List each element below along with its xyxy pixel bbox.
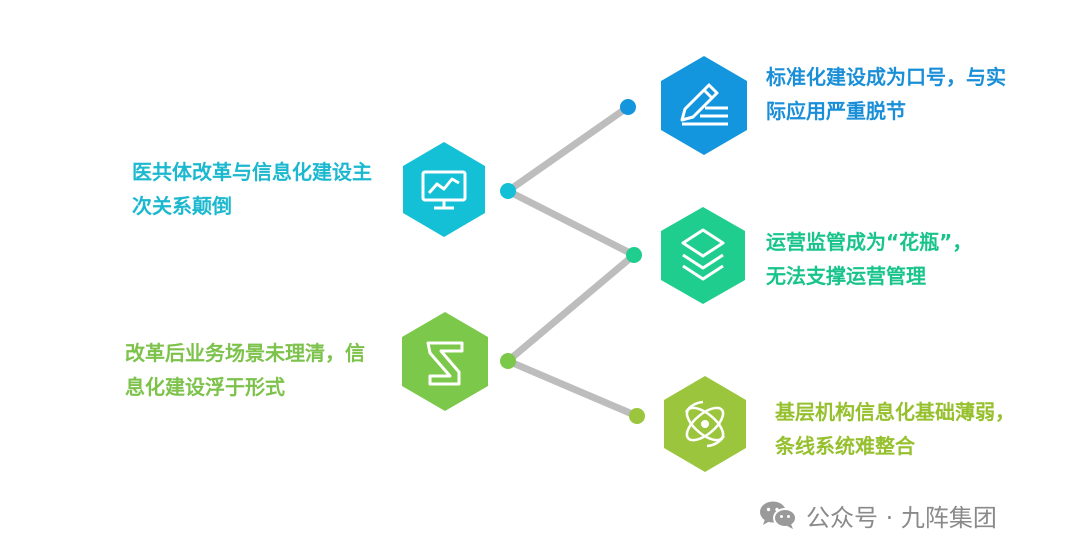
connector-line <box>504 187 638 259</box>
connector-node <box>629 408 645 424</box>
connector-line <box>504 251 638 365</box>
connector-node <box>626 247 642 263</box>
connector-node <box>500 183 516 199</box>
label-line: 基层机构信息化基础薄弱， <box>775 400 1015 424</box>
watermark-text: 公众号 · 九阵集团 <box>806 503 997 532</box>
label-line: 际应用严重脱节 <box>766 99 906 123</box>
label-line: 条线系统难整合 <box>775 434 915 458</box>
watermark: 公众号 · 九阵集团 <box>758 498 997 532</box>
label-line: 次关系颠倒 <box>132 194 232 218</box>
connector-lines <box>504 103 641 420</box>
label-right-2: 运营监管成为“花瓶”， 无法支撑运营管理 <box>766 225 972 293</box>
layers-icon <box>661 207 745 304</box>
label-right-1: 标准化建设成为口号，与实 际应用严重脱节 <box>766 60 1006 128</box>
connector-node <box>620 99 636 115</box>
connector-line <box>504 357 641 420</box>
label-line: 标准化建设成为口号，与实 <box>766 65 1006 89</box>
label-left-1: 医共体改革与信息化建设主 次关系颠倒 <box>132 155 372 223</box>
connector-node <box>500 353 516 369</box>
label-line: 医共体改革与信息化建设主 <box>132 160 372 184</box>
monitor-chart-icon <box>403 142 485 237</box>
pencil-document-icon <box>661 56 747 155</box>
atom-icon <box>664 376 746 472</box>
label-line: 改革后业务场景未理清，信 <box>125 341 365 365</box>
label-right-3: 基层机构信息化基础薄弱， 条线系统难整合 <box>775 395 1015 463</box>
label-line: 运营监管成为“花瓶”， <box>766 230 973 254</box>
label-line: 息化建设浮于形式 <box>125 375 285 399</box>
wechat-icon <box>760 501 797 529</box>
connector-line <box>504 103 632 195</box>
label-line: 无法支撑运营管理 <box>766 264 926 288</box>
ribbon-icon <box>402 312 488 411</box>
label-left-2: 改革后业务场景未理清，信 息化建设浮于形式 <box>125 336 365 404</box>
